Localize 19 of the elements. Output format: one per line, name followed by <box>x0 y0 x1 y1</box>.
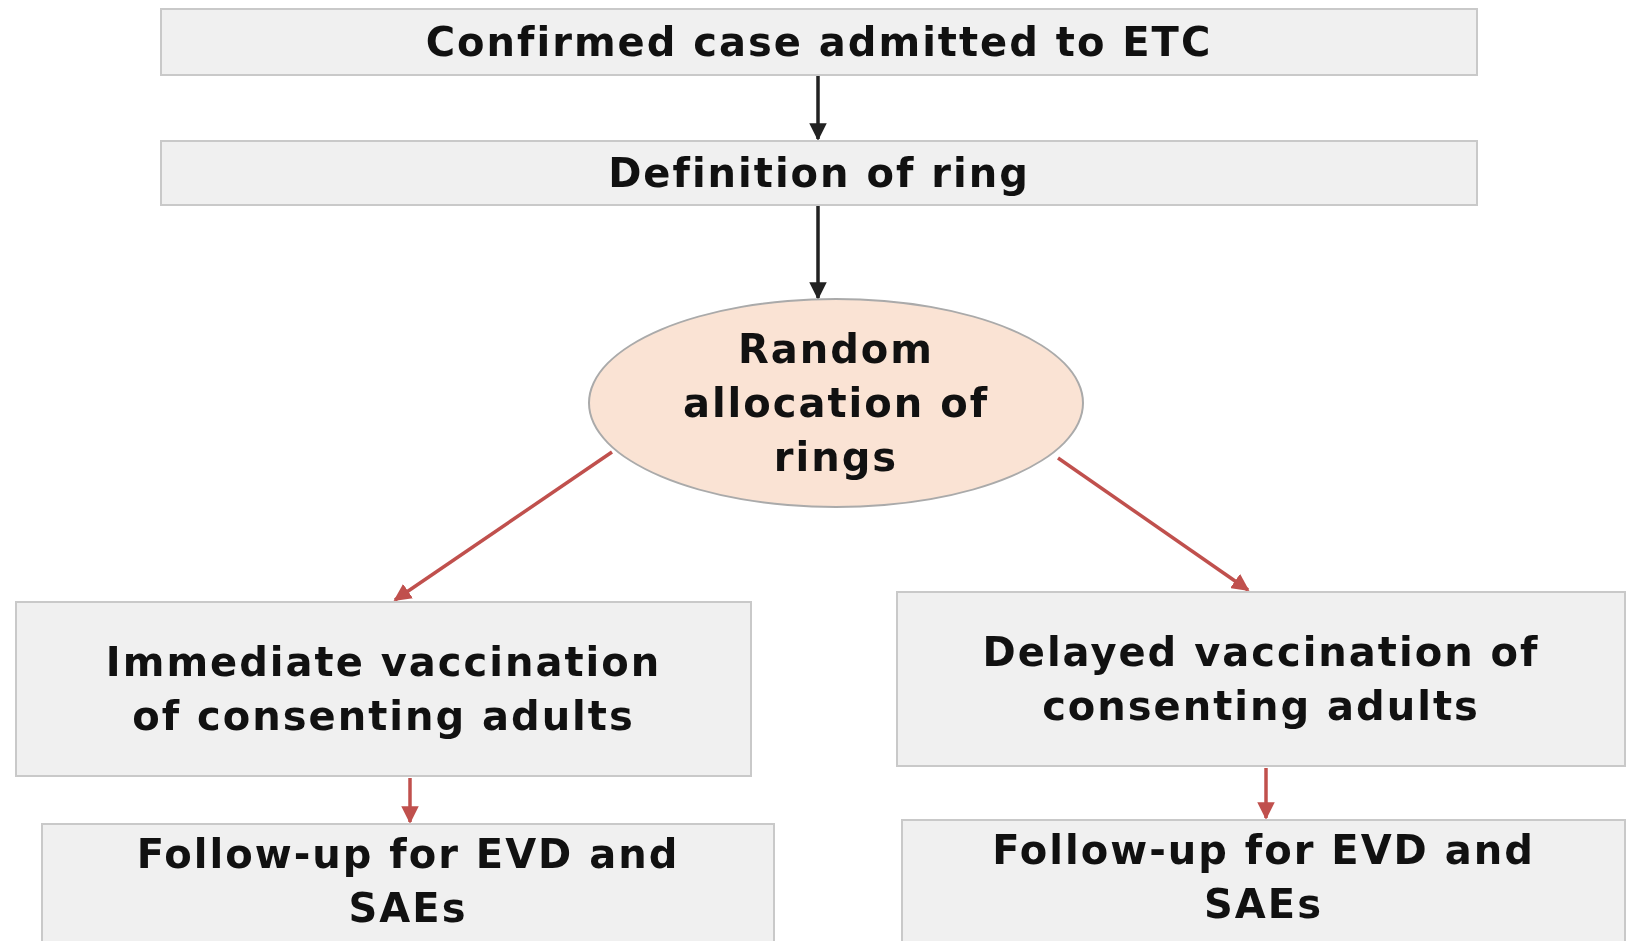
process-box <box>160 140 1478 206</box>
arrow <box>1257 768 1275 820</box>
node-text: Definition of ring <box>608 149 1030 198</box>
node-text: Follow-up for EVD and SAEs <box>135 830 681 933</box>
arrow <box>393 450 613 602</box>
node-text: Delayed vaccination of consenting adults <box>981 628 1541 731</box>
node-text: Confirmed case admitted to ETC <box>425 18 1213 67</box>
arrow <box>809 76 827 141</box>
arrow <box>1057 456 1250 592</box>
process-box <box>160 8 1478 76</box>
arrow <box>809 206 827 300</box>
node-text: Follow-up for EVD and SAEs <box>991 826 1536 929</box>
process-box <box>901 819 1626 941</box>
arrow <box>401 778 419 824</box>
node-text: Immediate vaccination of consenting adults <box>104 638 663 741</box>
process-box <box>896 591 1626 767</box>
process-box <box>15 601 752 777</box>
node-text: Random allocation of rings <box>681 325 991 482</box>
process-box <box>41 823 775 941</box>
